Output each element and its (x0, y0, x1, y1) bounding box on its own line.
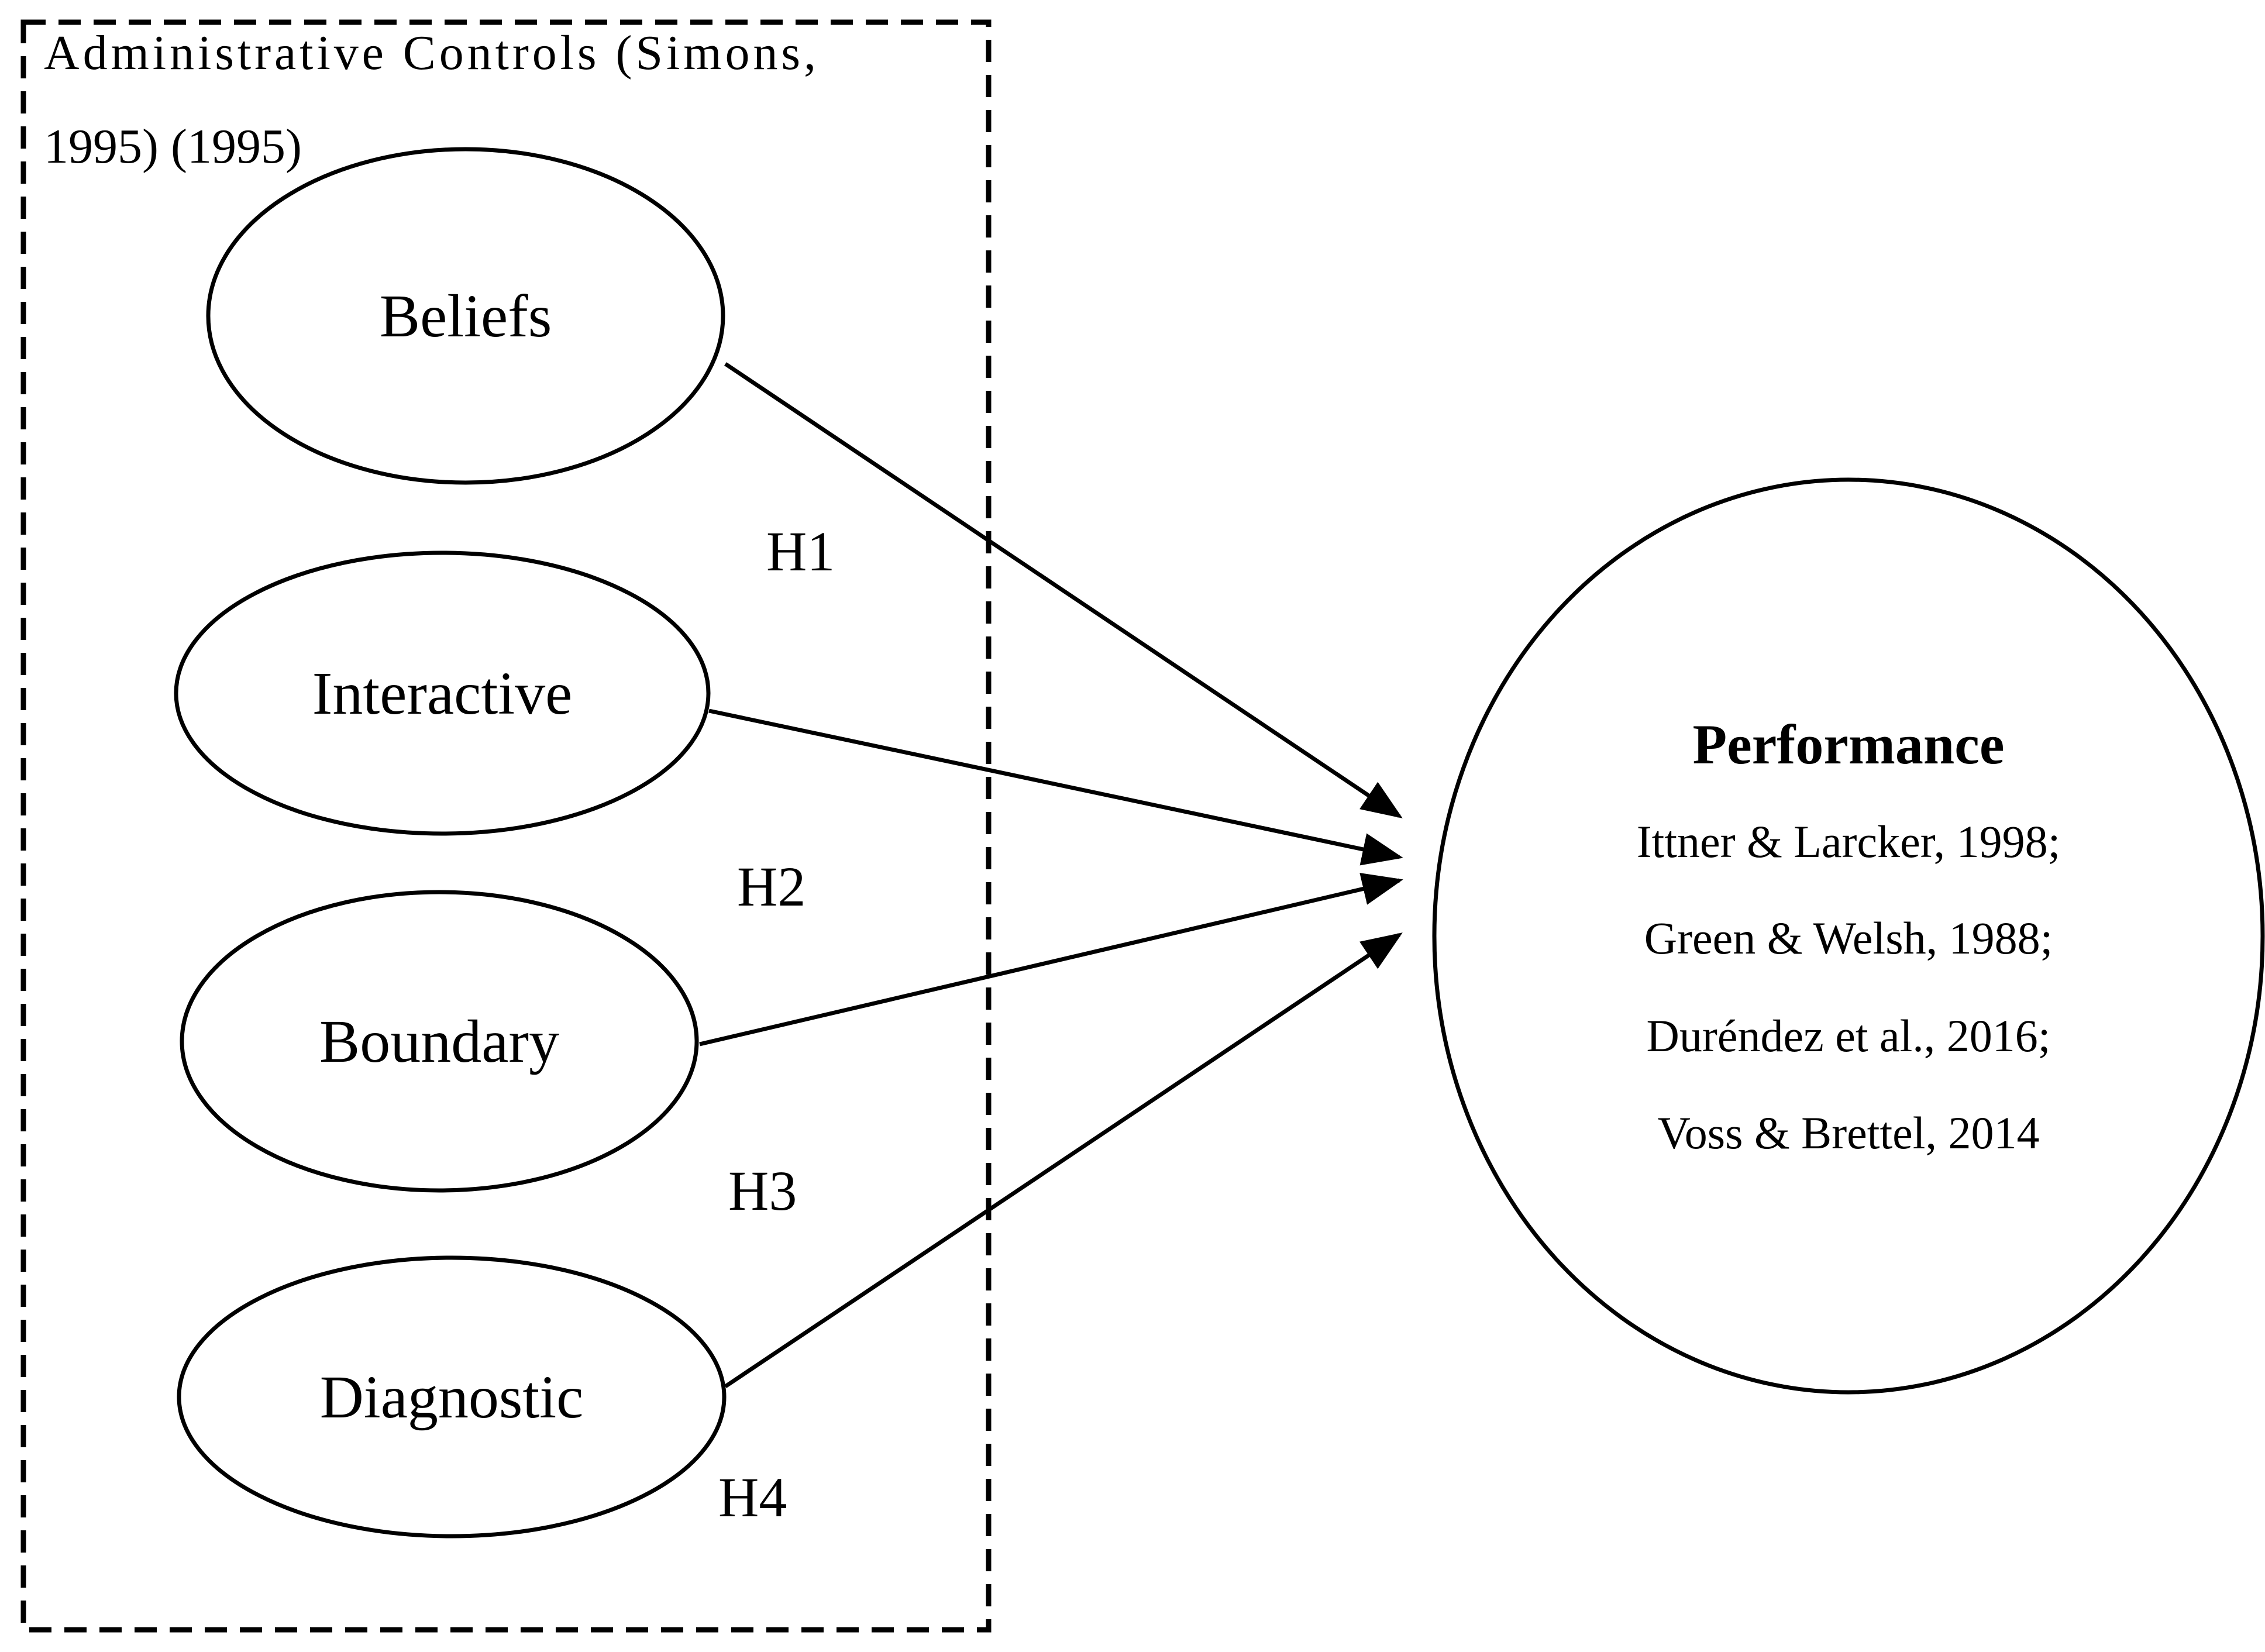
group-title: Administrative Controls (Simons, (44, 26, 816, 80)
performance-reference-1: Ittner & Larcker, 1998; (1637, 816, 2061, 867)
interactive-label: Interactive (312, 660, 573, 727)
h1-arrow (724, 362, 1403, 818)
h4-label: H4 (718, 1466, 787, 1529)
performance-node (1432, 477, 2265, 1395)
boundary-label: Boundary (319, 1008, 559, 1075)
performance-title: Performance (1692, 713, 2004, 776)
performance-reference-4: Voss & Brettel, 2014 (1658, 1107, 2040, 1158)
boundary-node (180, 890, 699, 1193)
performance-reference-2: Green & Welsh, 1988; (1644, 913, 2053, 963)
group-title-line-2: 1995) (1995) (44, 119, 302, 174)
h2-arrow (708, 708, 1403, 866)
h1-label: H1 (766, 520, 835, 583)
h3-label: H3 (728, 1159, 797, 1222)
h3-arrow (699, 873, 1403, 1047)
h2-label: H2 (737, 855, 806, 918)
diagnostic-node (177, 1255, 727, 1539)
diagnostic-label: Diagnostic (320, 1364, 584, 1431)
h4-arrow (724, 932, 1403, 1388)
beliefs-node (206, 147, 725, 485)
administrative-controls-group-box (20, 19, 992, 1633)
beliefs-label: Beliefs (380, 283, 552, 350)
performance-reference-3: Duréndez et al., 2016; (1647, 1010, 2051, 1061)
interactive-node (174, 550, 711, 836)
